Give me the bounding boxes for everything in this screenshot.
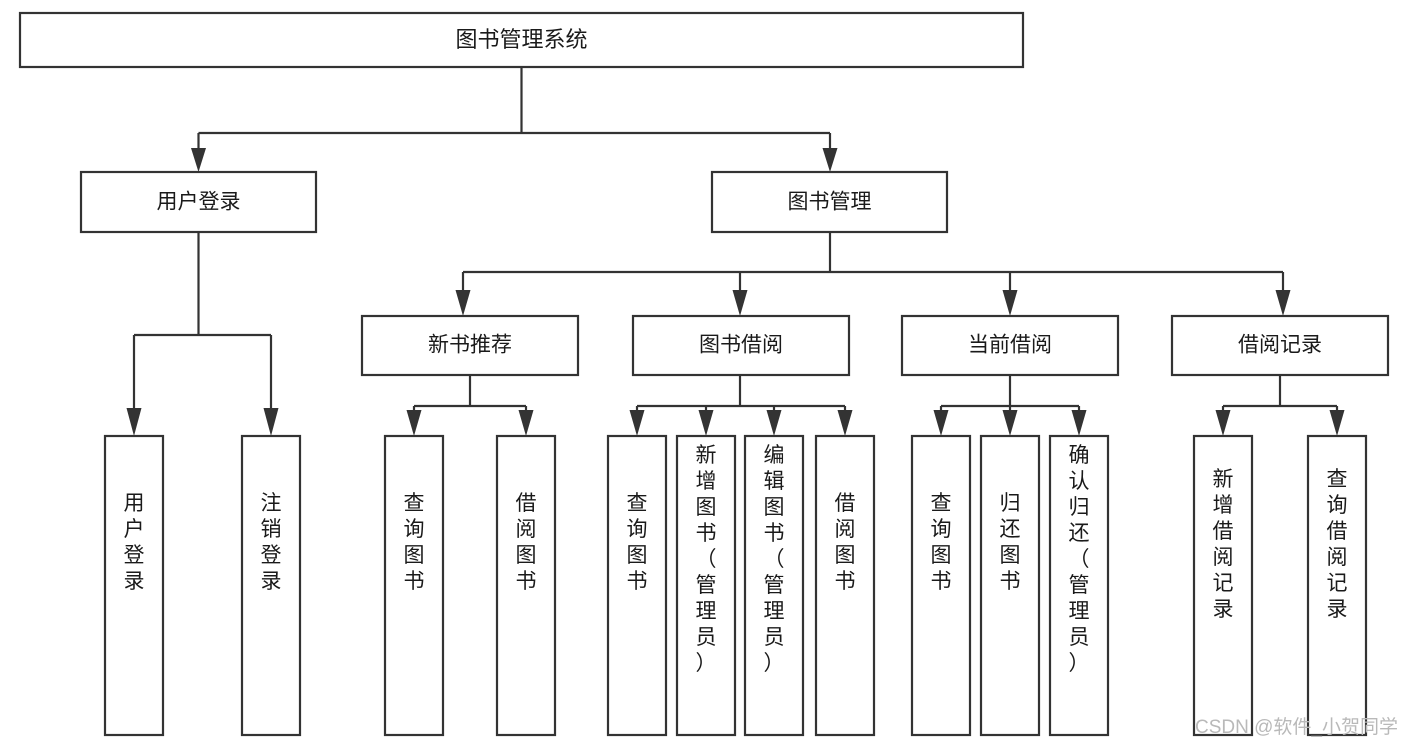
arrow-leaf-borrow-book-2 bbox=[837, 410, 853, 436]
arrow-leaf-borrow-book-1 bbox=[518, 410, 534, 436]
arrow-to-borrow-record bbox=[1275, 290, 1291, 316]
leaf-add-borrow-record-label: 新增借阅记录 bbox=[1213, 468, 1234, 621]
node-current-borrow[interactable]: 当前借阅 bbox=[900, 314, 1120, 377]
csdn-watermark: CSDN @软件_小贺同学 bbox=[1195, 716, 1398, 738]
node-book-borrow-label: 图书借阅 bbox=[699, 334, 783, 357]
arrow-to-current-borrow bbox=[1002, 290, 1018, 316]
leaf-borrow-book-1-box[interactable] bbox=[495, 434, 557, 737]
leaf-borrow-book-2-box[interactable] bbox=[814, 434, 876, 737]
leaf-node-user-login[interactable]: 用户登录 bbox=[103, 434, 165, 737]
node-root-box[interactable] bbox=[18, 11, 1025, 69]
node-borrow-record-box[interactable] bbox=[1170, 314, 1390, 377]
leaf-confirm-return-admin-label: 确认归还（管理员） bbox=[1069, 444, 1090, 675]
node-root-label: 图书管理系统 bbox=[455, 27, 587, 52]
leaf-edit-book-admin-box[interactable] bbox=[743, 434, 805, 737]
leaf-node-return-book[interactable]: 归还图书 bbox=[979, 434, 1041, 737]
arrow-to-new-book-recommend bbox=[455, 290, 471, 316]
node-root[interactable]: 图书管理系统 bbox=[18, 11, 1025, 69]
leaf-logout-login-box[interactable] bbox=[240, 434, 302, 737]
arrow-leaf-return-book bbox=[1002, 410, 1018, 436]
node-borrow-record[interactable]: 借阅记录 bbox=[1170, 314, 1390, 377]
leaf-query-book-2-box[interactable] bbox=[606, 434, 668, 737]
arrow-leaf-add-borrow-record bbox=[1215, 410, 1231, 436]
leaf-node-query-book-2[interactable]: 查询图书 bbox=[606, 434, 668, 737]
arrow-leaf-edit-book-admin bbox=[766, 410, 782, 436]
leaf-query-book-1-box[interactable] bbox=[383, 434, 445, 737]
leaf-node-edit-book-admin[interactable]: 编辑图书（管理员） bbox=[743, 434, 805, 737]
arrow-leaf-query-book-3 bbox=[933, 410, 949, 436]
arrow-leaf-confirm-return-admin bbox=[1071, 410, 1087, 436]
leaf-add-borrow-record-box[interactable] bbox=[1192, 434, 1254, 737]
leaf-borrow-book-1-label: 借阅图书 bbox=[516, 492, 537, 593]
leaf-confirm-return-admin-box[interactable] bbox=[1048, 434, 1110, 737]
leaf-node-add-borrow-record[interactable]: 新增借阅记录 bbox=[1192, 434, 1254, 737]
leaf-edit-book-admin-label: 编辑图书（管理员） bbox=[764, 444, 785, 675]
leaf-node-borrow-book-1[interactable]: 借阅图书 bbox=[495, 434, 557, 737]
leaf-node-confirm-return-admin[interactable]: 确认归还（管理员） bbox=[1048, 434, 1110, 737]
leaf-node-logout-login[interactable]: 注销登录 bbox=[240, 434, 302, 737]
leaf-node-query-book-3[interactable]: 查询图书 bbox=[910, 434, 972, 737]
node-new-book-recommend[interactable]: 新书推荐 bbox=[360, 314, 580, 377]
connectors-root-to-level2 bbox=[191, 67, 838, 172]
arrow-leaf-query-borrow-record bbox=[1329, 410, 1345, 436]
arrow-leaf-query-book-2 bbox=[629, 410, 645, 436]
node-book-management-box[interactable] bbox=[710, 170, 949, 234]
connectors-user-login-to-leaves bbox=[126, 232, 279, 436]
leaf-return-book-box[interactable] bbox=[979, 434, 1041, 737]
leaf-query-book-1-label: 查询图书 bbox=[404, 492, 425, 593]
leaf-node-query-book-1[interactable]: 查询图书 bbox=[383, 434, 445, 737]
node-user-login-box[interactable] bbox=[79, 170, 318, 234]
connectors-current-borrow-to-leaves bbox=[933, 375, 1087, 436]
node-new-book-recommend-label: 新书推荐 bbox=[428, 334, 512, 357]
arrow-to-book-borrow bbox=[732, 290, 748, 316]
arrow-to-book-management bbox=[822, 148, 838, 172]
leaf-user-login-box[interactable] bbox=[103, 434, 165, 737]
arrow-leaf-user-login bbox=[126, 408, 142, 436]
node-book-management[interactable]: 图书管理 bbox=[710, 170, 949, 234]
leaf-node-borrow-book-2[interactable]: 借阅图书 bbox=[814, 434, 876, 737]
node-book-management-label: 图书管理 bbox=[788, 191, 872, 214]
arrow-leaf-logout-login bbox=[263, 408, 279, 436]
node-book-borrow-box[interactable] bbox=[631, 314, 851, 377]
connectors-borrow-record-to-leaves bbox=[1215, 375, 1345, 436]
arrow-to-user-login bbox=[191, 148, 206, 172]
leaf-query-book-3-label: 查询图书 bbox=[931, 492, 952, 593]
leaf-user-login-label: 用户登录 bbox=[124, 492, 145, 593]
leaf-node-add-book-admin[interactable]: 新增图书（管理员） bbox=[675, 434, 737, 737]
leaf-node-query-borrow-record[interactable]: 查询借阅记录 bbox=[1306, 434, 1368, 737]
connectors-book-management-to-level3 bbox=[455, 232, 1291, 316]
leaf-query-borrow-record-label: 查询借阅记录 bbox=[1327, 468, 1348, 621]
leaf-add-book-admin-label: 新增图书（管理员） bbox=[696, 444, 717, 675]
leaf-borrow-book-2-label: 借阅图书 bbox=[835, 492, 856, 593]
node-new-book-recommend-box[interactable] bbox=[360, 314, 580, 377]
node-current-borrow-box[interactable] bbox=[900, 314, 1120, 377]
connectors-new-book-recommend-to-leaves bbox=[406, 375, 534, 436]
arrow-leaf-query-book-1 bbox=[406, 410, 422, 436]
leaf-return-book-label: 归还图书 bbox=[1000, 492, 1021, 593]
node-user-login[interactable]: 用户登录 bbox=[79, 170, 318, 234]
node-borrow-record-label: 借阅记录 bbox=[1238, 334, 1322, 357]
node-current-borrow-label: 当前借阅 bbox=[968, 334, 1052, 357]
node-user-login-label: 用户登录 bbox=[157, 191, 241, 214]
leaf-logout-login-label: 注销登录 bbox=[261, 492, 282, 593]
leaf-query-book-3-box[interactable] bbox=[910, 434, 972, 737]
leaf-add-book-admin-box[interactable] bbox=[675, 434, 737, 737]
connectors-book-borrow-to-leaves bbox=[629, 375, 853, 436]
leaf-query-borrow-record-box[interactable] bbox=[1306, 434, 1368, 737]
arrow-leaf-add-book-admin bbox=[698, 410, 714, 436]
leaf-query-book-2-label: 查询图书 bbox=[627, 492, 648, 593]
node-book-borrow[interactable]: 图书借阅 bbox=[631, 314, 851, 377]
